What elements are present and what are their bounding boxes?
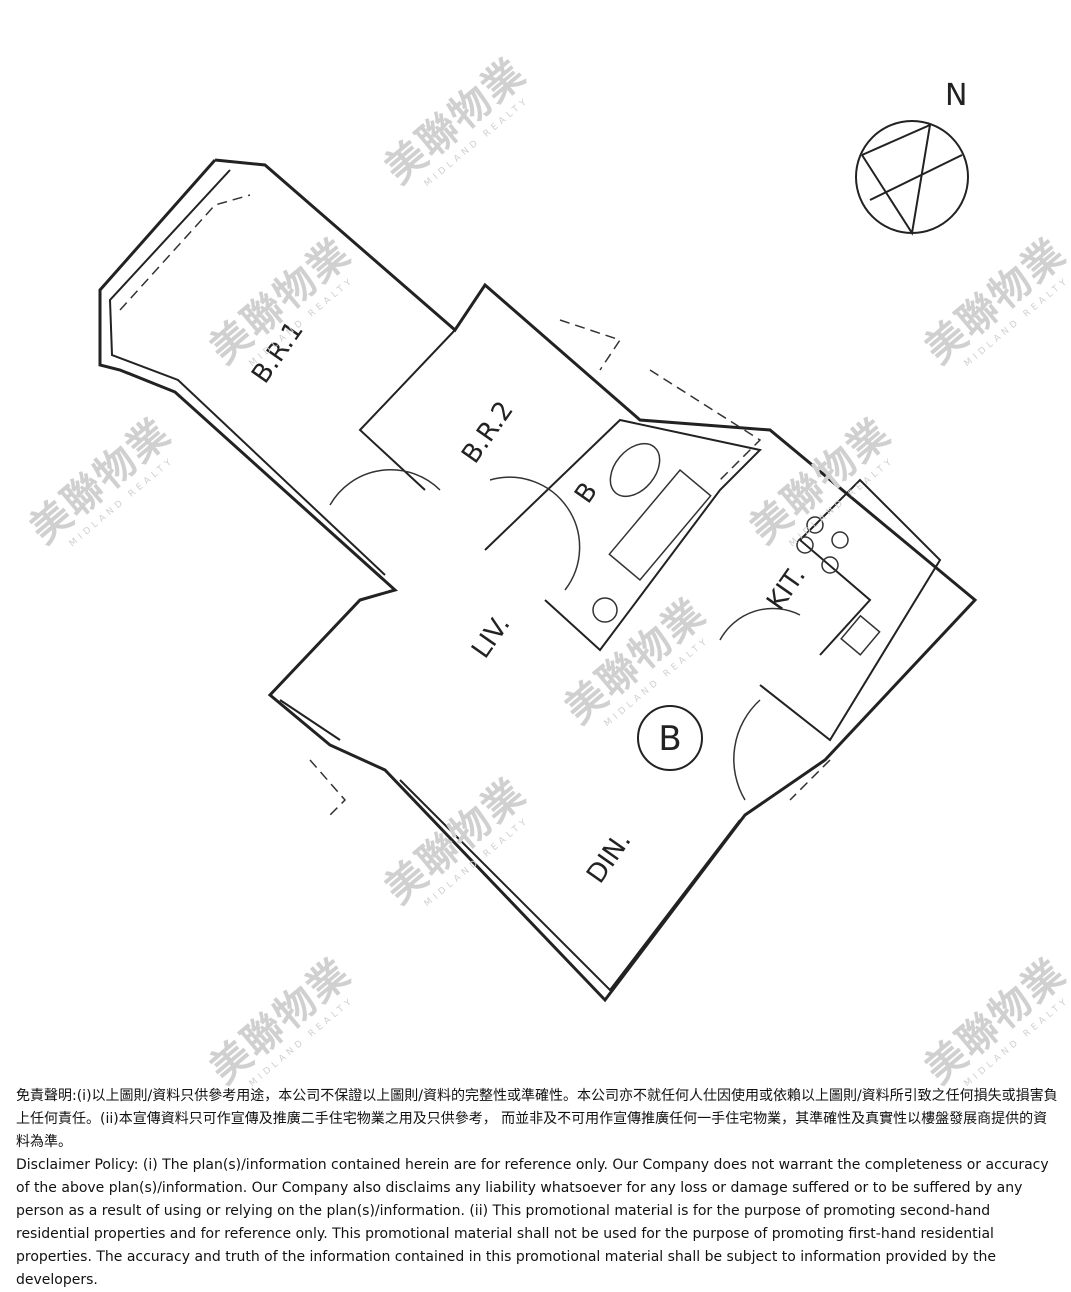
living-inner-wall — [279, 699, 341, 741]
disclaimer-zh: 免責聲明:(i)以上圖則/資料只供參考用途，本公司不保證以上圖則/資料的完整性或… — [16, 1088, 1058, 1150]
room-label-din: DIN. — [581, 826, 637, 889]
north-arrow-icon: N — [855, 78, 969, 236]
br2-wall — [358, 329, 456, 491]
kitchen-wall — [759, 478, 942, 742]
unit-mark: B — [637, 705, 703, 771]
room-label-liv: LIV. — [466, 610, 516, 664]
disclaimer-en: Disclaimer Policy: (i) The plan(s)/infor… — [16, 1157, 1049, 1288]
floor-plan: B.R.1 B.R.2 B LIV. KIT. DIN. B N — [98, 78, 978, 1003]
room-label-bath: B — [569, 477, 604, 509]
br1-inner-wall — [108, 169, 386, 576]
disclaimer: 免責聲明:(i)以上圖則/資料只供參考用途，本公司不保證以上圖則/資料的完整性或… — [16, 1085, 1061, 1292]
room-label-br2: B.R.2 — [456, 396, 520, 469]
bath-wall — [484, 418, 763, 652]
north-label: N — [945, 78, 967, 113]
outer-wall — [98, 158, 978, 1003]
din-wall — [399, 779, 741, 992]
svg-text:B: B — [658, 719, 681, 759]
